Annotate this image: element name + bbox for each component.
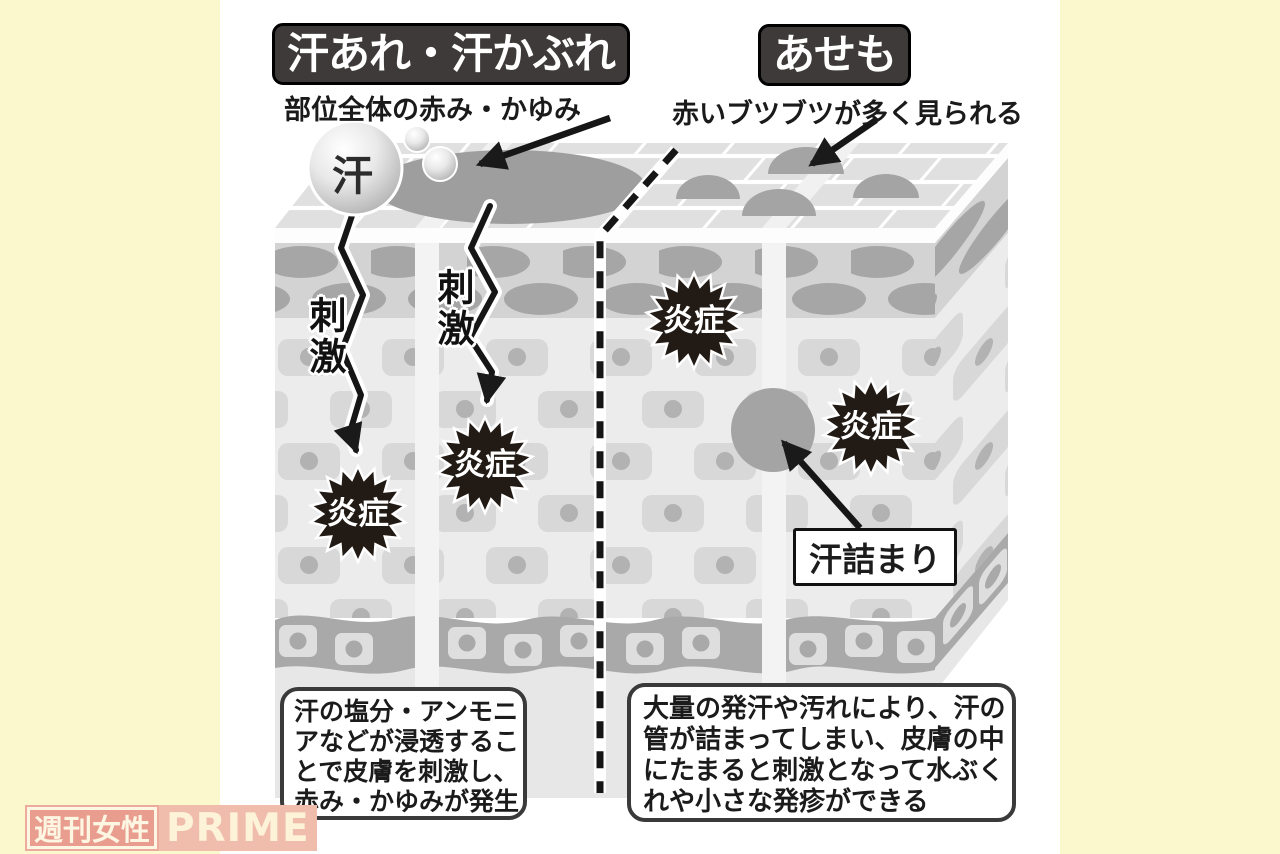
skin-side-face	[935, 143, 1008, 692]
sweat-droplet	[306, 119, 458, 217]
right-condition-description-box: 大量の発汗や汚れにより、汗の 管が詰まってしまい、皮膚の中 にたまると刺激となっ…	[627, 683, 1016, 822]
irritation-zigzag-2	[463, 199, 507, 407]
left-condition-description-box: 汗の塩分・アンモニ アなどが浸透するこ とで皮膚を刺激し、 赤み・かゆみが発生	[280, 687, 527, 820]
inflammation-starburst-right-2: 炎症	[820, 375, 922, 479]
description-line: にたまると刺激となって水ぶく	[643, 756, 1005, 786]
inflammation-label: 炎症	[454, 447, 516, 483]
sweat-puddle	[374, 150, 646, 224]
basal-cells	[279, 625, 935, 666]
sweat-droplet-label: 汗	[332, 152, 373, 200]
sweat-blockage-label: 汗詰まり	[809, 540, 941, 579]
inflammation-label: 炎症	[663, 303, 725, 339]
inflammation-label: 炎症	[840, 409, 902, 445]
blockage-pointer-arrow	[781, 439, 863, 531]
publisher-watermark: 週刊女性 PRIME	[25, 805, 317, 851]
description-line: れや小さな発疹ができる	[643, 787, 929, 817]
left-condition-caption: 部位全体の赤み・かゆみ	[284, 95, 581, 126]
description-line: 大量の発汗や汚れにより、汗の	[643, 694, 1006, 724]
description-line: 赤み・かゆみが発生	[294, 787, 520, 816]
description-line: 汗の塩分・アンモニ	[294, 697, 519, 726]
watermark-magazine-name: 週刊女性	[27, 807, 158, 849]
left-caption-arrow	[475, 114, 612, 170]
inflammation-starburst-left-1: 炎症	[307, 462, 409, 566]
sweat-blockage-label-box: 汗詰まり	[793, 528, 957, 586]
description-line: とで皮膚を刺激し、	[294, 757, 519, 786]
right-condition-title: あせも	[758, 24, 912, 87]
divider-dashed-line	[594, 146, 681, 793]
right-caption-arrow	[808, 117, 878, 167]
description-line: アなどが浸透するこ	[294, 727, 520, 756]
stimulus-label-1: 刺激	[303, 296, 346, 378]
description-line: 管が詰まってしまい、皮膚の中	[643, 725, 1005, 755]
inflammation-starburst-right-1: 炎症	[643, 269, 745, 373]
stimulus-label-2: 刺激	[431, 268, 474, 350]
inflammation-starburst-left-2: 炎症	[434, 413, 536, 517]
inflammation-label: 炎症	[327, 496, 389, 532]
watermark-brand: PRIME	[159, 805, 317, 851]
irritation-zigzag-1	[333, 191, 370, 457]
left-condition-title: 汗あれ・汗かぶれ	[272, 23, 631, 86]
right-condition-caption: 赤いブツブツが多く見られる	[672, 99, 1023, 130]
